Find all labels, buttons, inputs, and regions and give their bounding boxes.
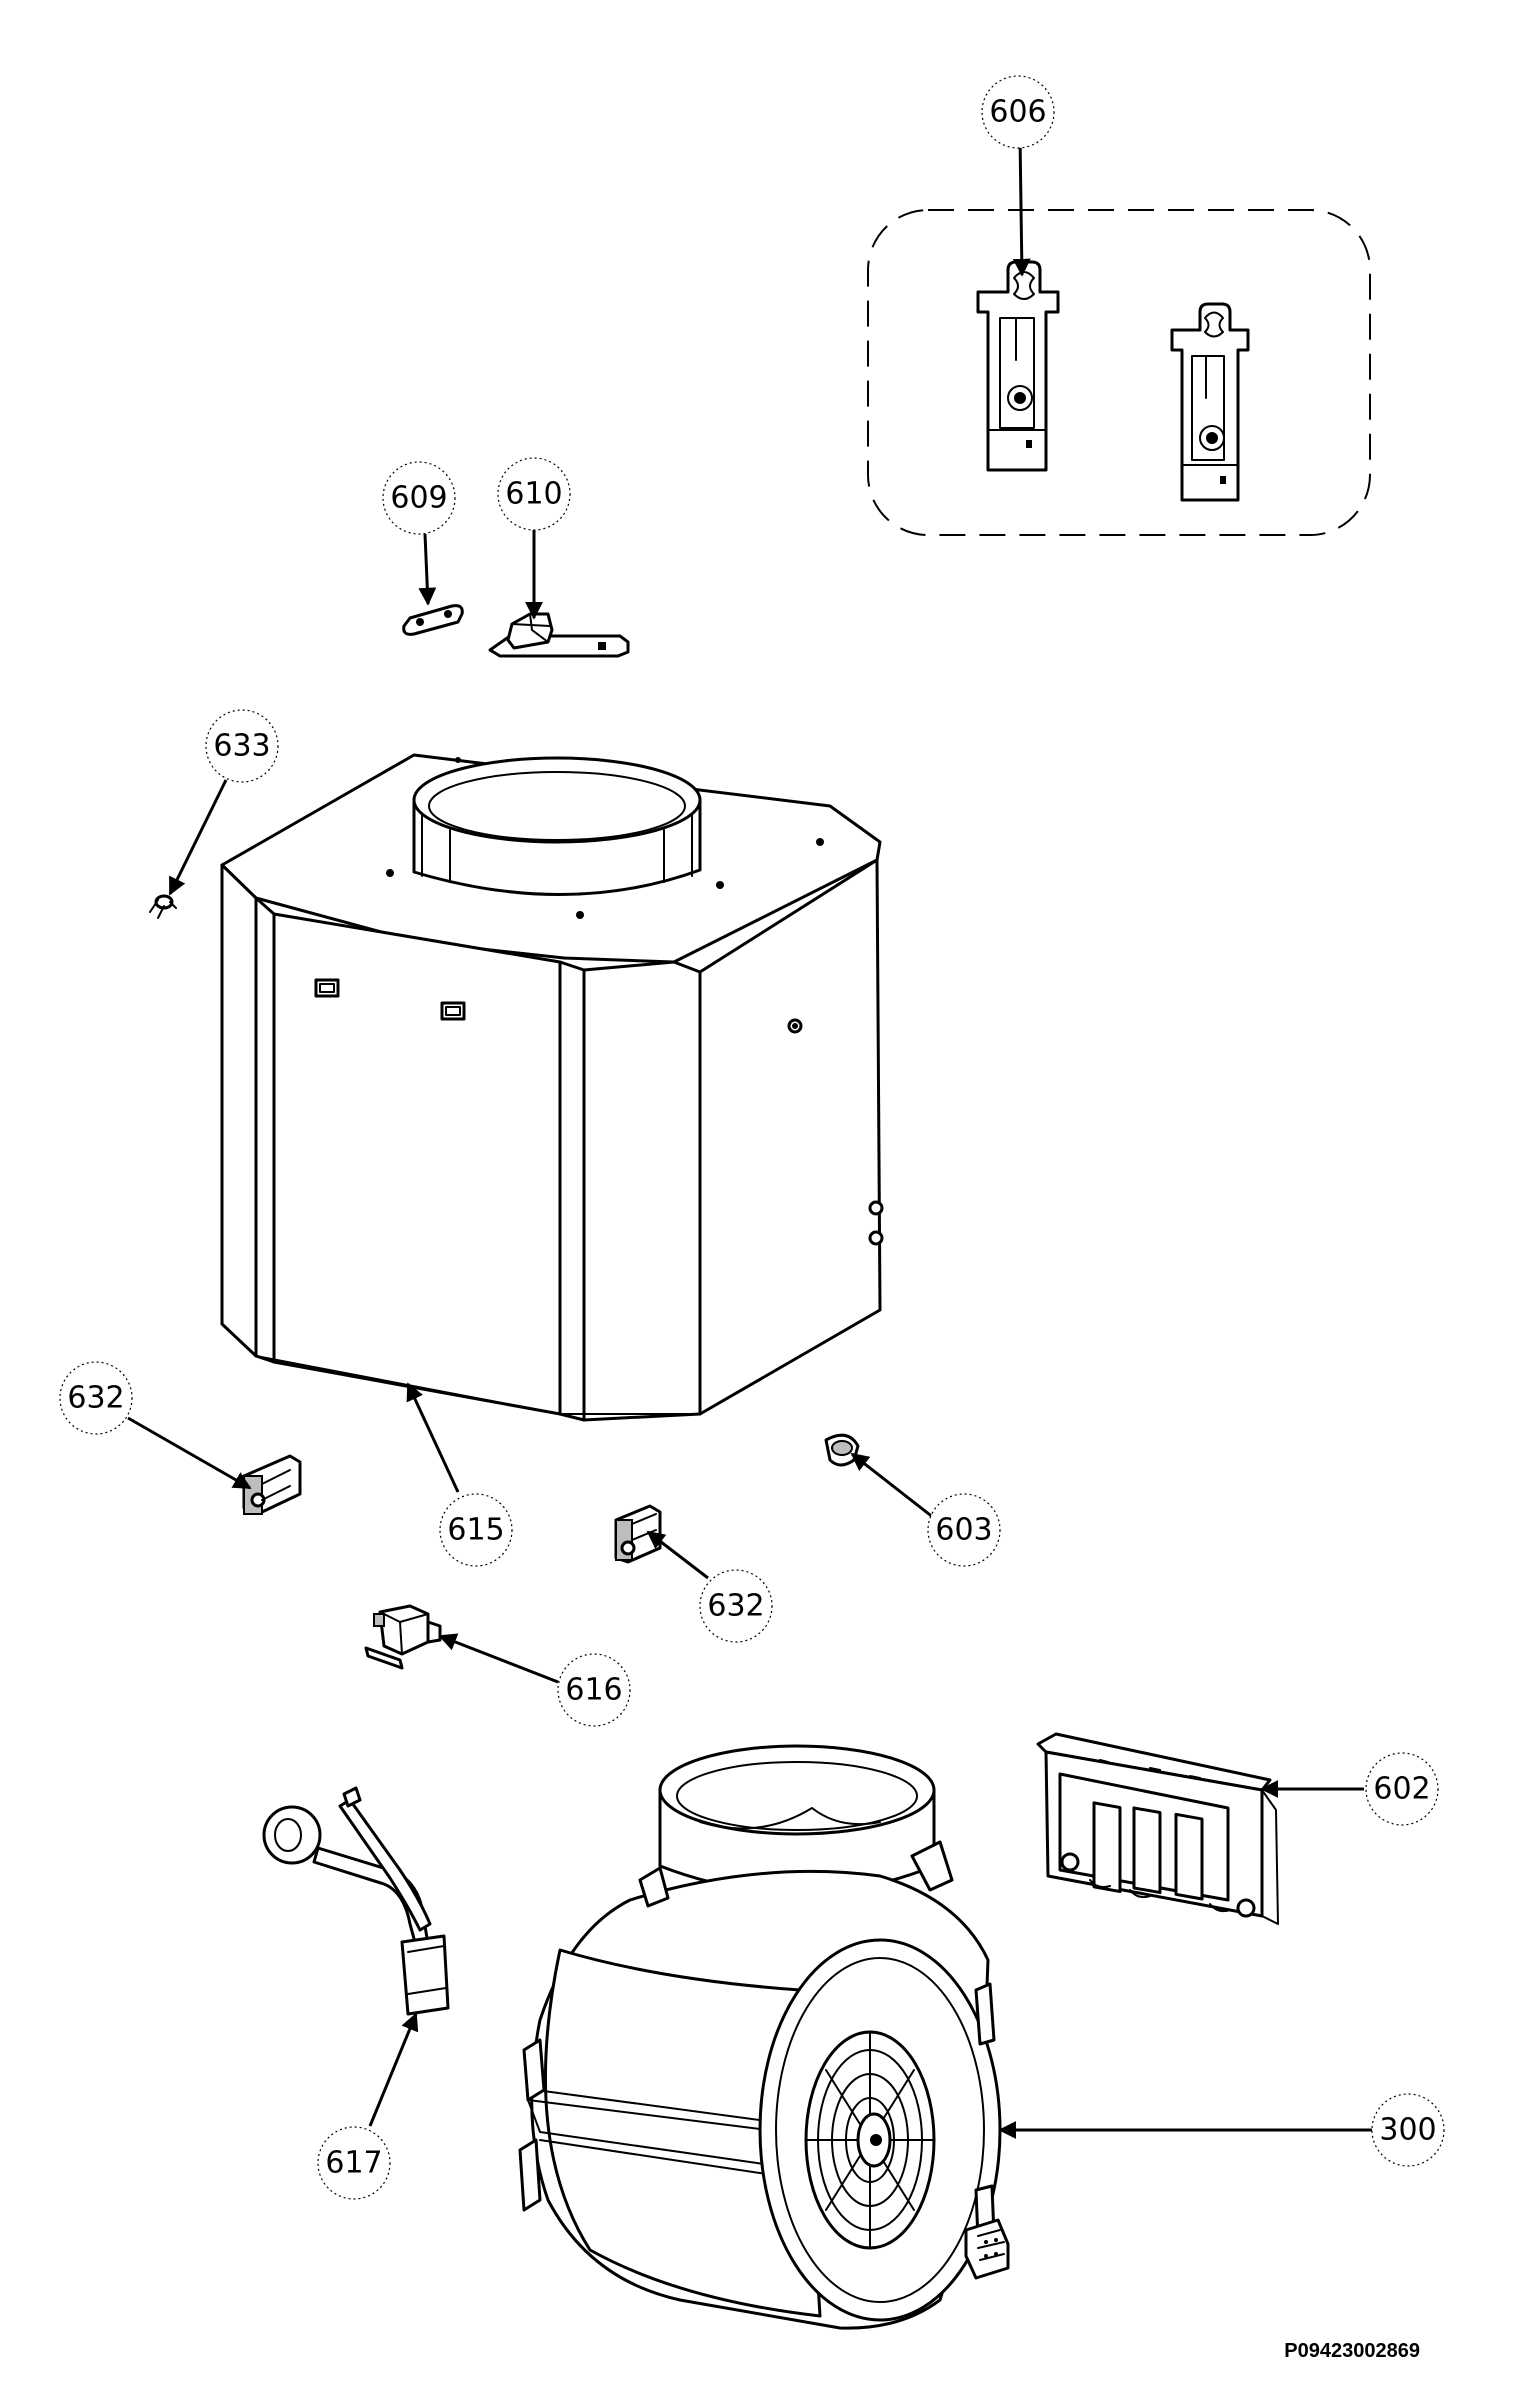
clip-632-left: [242, 1454, 302, 1515]
leader-632-center: [646, 1530, 709, 1580]
blower-300: [518, 1744, 1010, 2330]
callout-615: 615: [439, 1493, 513, 1567]
wall-bracket-right: [1170, 302, 1250, 502]
callout-606: 606: [981, 75, 1055, 149]
small-plate-609: [402, 604, 464, 636]
leader-633: [168, 779, 228, 896]
switch-616: [364, 1604, 442, 1670]
callout-603-label: 603: [935, 1513, 992, 1548]
housing-615: [220, 753, 884, 1422]
wall-bracket-left: [976, 260, 1060, 472]
callout-610-label: 610: [505, 477, 562, 512]
callout-616: 616: [557, 1653, 631, 1727]
callout-602: 602: [1365, 1752, 1439, 1826]
callout-632-left-label: 632: [67, 1381, 124, 1416]
callout-616-label: 616: [565, 1673, 622, 1708]
callout-632-left: 632: [59, 1361, 133, 1435]
leader-632-left: [127, 1416, 252, 1490]
reference-code: P09423002869: [1284, 2340, 1420, 2362]
leader-lines: [127, 137, 1372, 2139]
callout-606-label: 606: [989, 95, 1046, 130]
callout-617: 617: [317, 2126, 391, 2200]
callout-617-label: 617: [325, 2146, 382, 2181]
callout-633-label: 633: [213, 729, 270, 764]
callout-633: 633: [205, 709, 279, 783]
callout-615-label: 615: [447, 1513, 504, 1548]
leader-615: [406, 1382, 460, 1493]
callout-602-label: 602: [1373, 1772, 1430, 1807]
callout-300: 300: [1371, 2093, 1445, 2167]
leader-609: [418, 533, 437, 606]
capacitor-617: [262, 1786, 450, 2016]
leader-603: [850, 1452, 935, 1520]
callout-610: 610: [497, 457, 571, 531]
leader-616: [438, 1633, 559, 1684]
callout-603: 603: [927, 1493, 1001, 1567]
callout-609-label: 609: [390, 481, 447, 516]
callout-300-label: 300: [1379, 2113, 1436, 2148]
leader-617: [368, 2012, 419, 2127]
leader-606: [1012, 137, 1031, 277]
bracket-610: [488, 612, 630, 658]
callout-632-center-label: 632: [707, 1589, 764, 1624]
screw-633: [149, 894, 177, 919]
bracket-group-606: [867, 209, 1371, 536]
control-plate-602: [1036, 1732, 1279, 1925]
clip-632-center: [614, 1504, 662, 1564]
callout-632-center: 632: [699, 1569, 773, 1643]
callout-609: 609: [382, 461, 456, 535]
dashed-group-outline: [867, 209, 1371, 536]
knob-603: [824, 1433, 860, 1467]
